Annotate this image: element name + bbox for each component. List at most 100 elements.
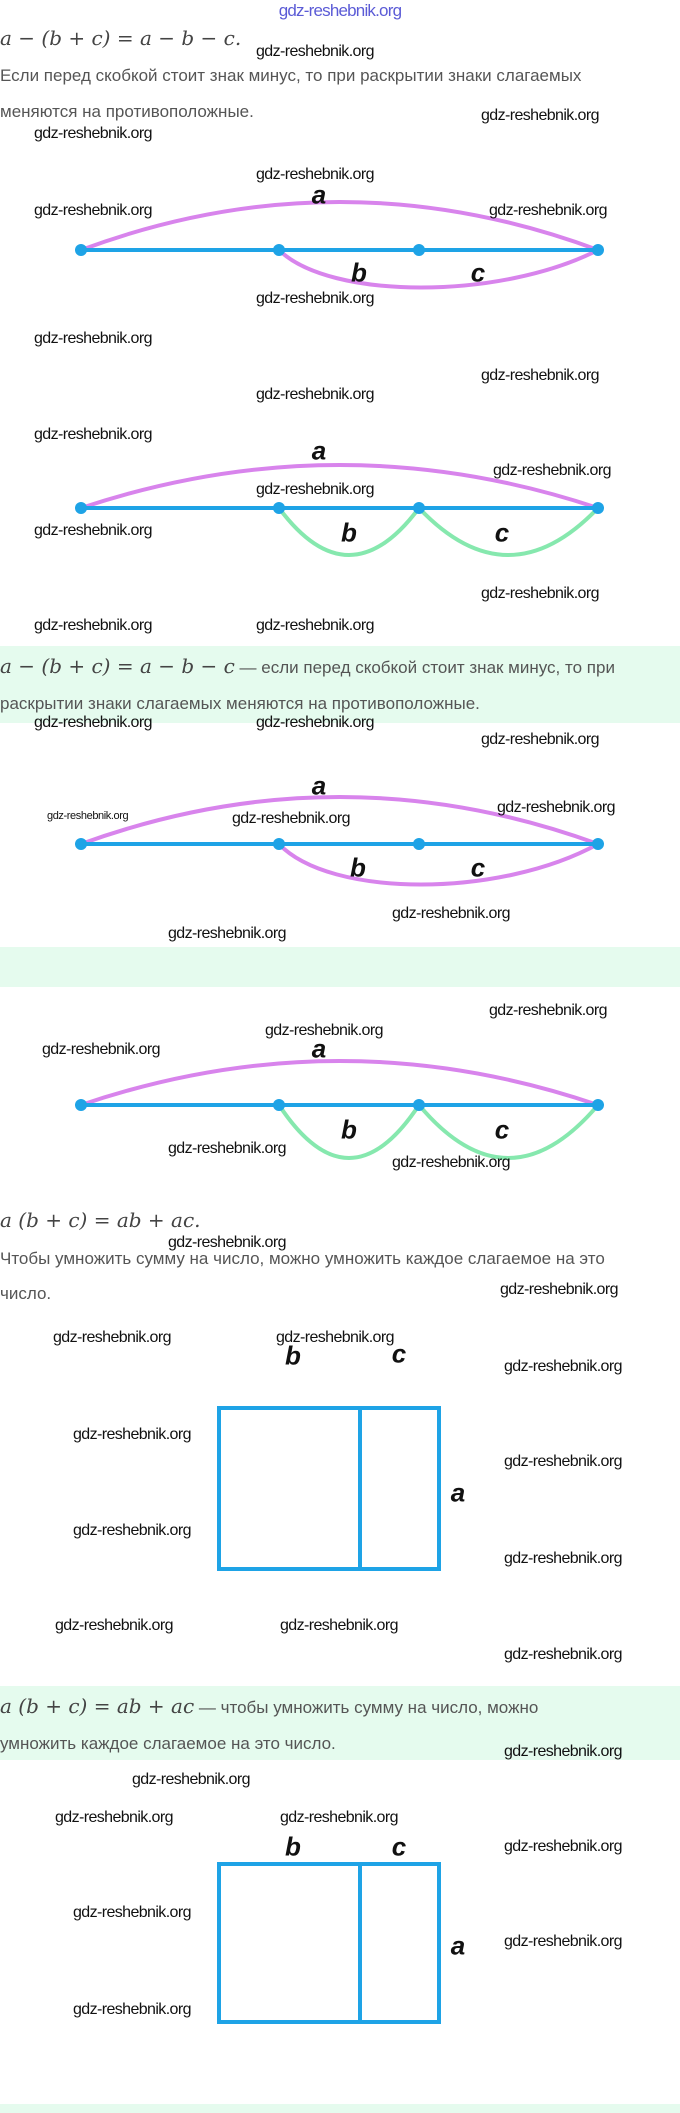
watermark-text: gdz-reshebnik.org: [504, 1646, 622, 1663]
watermark-text: gdz-reshebnik.org: [55, 1617, 173, 1634]
segment-label-a: a: [311, 435, 327, 466]
arc-a: [80, 463, 599, 510]
segment-label-b: b: [351, 257, 367, 288]
watermark-text: gdz-reshebnik.org: [504, 1453, 622, 1470]
watermark-text: gdz-reshebnik.org: [34, 202, 152, 219]
arc-a: [79, 200, 600, 252]
watermark-text: gdz-reshebnik.org: [34, 617, 152, 634]
watermark-text: gdz-reshebnik.org: [504, 1838, 622, 1855]
watermark-text: gdz-reshebnik.org: [489, 202, 607, 219]
watermark-text: gdz-reshebnik.org: [73, 2001, 191, 2018]
watermark-text: gdz-reshebnik.org: [276, 1329, 394, 1346]
watermark-text: gdz-reshebnik.org: [34, 125, 152, 142]
watermark-text: gdz-reshebnik.org: [392, 1154, 510, 1171]
watermark-text: gdz-reshebnik.org: [265, 1022, 383, 1039]
watermark-text: gdz-reshebnik.org: [232, 810, 350, 827]
watermark-text: gdz-reshebnik.org: [168, 1234, 286, 1251]
watermark-text: gdz-reshebnik.org: [392, 905, 510, 922]
watermark-text: gdz-reshebnik.org: [168, 925, 286, 942]
watermark-text: gdz-reshebnik.org: [500, 1281, 618, 1298]
watermark-text: gdz-reshebnik.org: [256, 481, 374, 498]
watermark-text: gdz-reshebnik.org: [256, 617, 374, 634]
segment-label-b: b: [285, 1831, 301, 1862]
segment-label-b: b: [341, 1114, 357, 1145]
segment-label-c: c: [470, 257, 486, 288]
watermark-text: gdz-reshebnik.org: [481, 367, 599, 384]
watermark-text: gdz-reshebnik.org: [481, 585, 599, 602]
watermark-text: gdz-reshebnik.org: [497, 799, 615, 816]
segment-label-b: b: [285, 1340, 301, 1371]
arc-a: [80, 795, 599, 846]
watermark-text: gdz-reshebnik.org: [42, 1041, 160, 1058]
watermark-text: gdz-reshebnik.org: [493, 462, 611, 479]
segment-label-a: a: [450, 1930, 466, 1961]
highlight-box-bottom: [0, 2104, 680, 2113]
arc-b: [277, 1103, 421, 1160]
rule-text-line1: Если перед скобкой стоит знак минус, то …: [0, 66, 582, 85]
highlight-box-empty: [0, 947, 680, 987]
watermark-text: gdz-reshebnik.org: [55, 1809, 173, 1826]
highlight-text-line2: раскрытии знаки слагаемых меняются на пр…: [0, 694, 480, 713]
formula-distributive: a (b + c) = ab + ac.: [0, 1208, 201, 1232]
watermark-text: gdz-reshebnik.org: [504, 1933, 622, 1950]
watermark-text: gdz-reshebnik.org: [481, 731, 599, 748]
highlight-text-line2: умножить каждое слагаемое на это число.: [0, 1734, 336, 1753]
watermark-text: gdz-reshebnik.org: [280, 1617, 398, 1634]
segment-label-c: c: [494, 517, 510, 548]
arc-a: [80, 1059, 599, 1107]
segment-label-a: a: [311, 1033, 327, 1064]
rectangle-diagram-1: [217, 1406, 441, 1571]
segment-diagram-1: [79, 200, 600, 290]
watermark-text: gdz-reshebnik.org: [504, 1743, 622, 1760]
watermark-text: gdz-reshebnik.org: [256, 290, 374, 307]
segment-label-a: a: [311, 770, 327, 801]
site-watermark-link[interactable]: gdz-reshebnik.org: [278, 1, 402, 20]
watermark-text: gdz-reshebnik.org: [280, 1809, 398, 1826]
watermark-text: gdz-reshebnik.org: [34, 330, 152, 347]
rectangle-diagram-2: [217, 1862, 441, 2024]
segment-label-c: c: [494, 1114, 510, 1145]
watermark-text: gdz-reshebnik.org: [73, 1522, 191, 1539]
watermark-text: gdz-reshebnik.org: [504, 1358, 622, 1375]
arc-c: [417, 1103, 600, 1160]
watermark-text: gdz-reshebnik.org: [34, 522, 152, 539]
segment-label-c: c: [391, 1338, 407, 1369]
watermark-text: gdz-reshebnik.org: [256, 714, 374, 731]
highlight-formula: a − (b + c) = a − b − c: [0, 654, 235, 678]
watermark-text: gdz-reshebnik.org: [256, 43, 374, 60]
rule-text-line2: меняются на противоположные.: [0, 102, 254, 121]
segment-label-b: b: [341, 517, 357, 548]
rule-text-line2: число.: [0, 1284, 52, 1303]
watermark-text: gdz-reshebnik.org: [73, 1904, 191, 1921]
rule-text-line1: Чтобы умножить сумму на число, можно умн…: [0, 1249, 605, 1268]
watermark-text: gdz-reshebnik.org: [481, 107, 599, 124]
watermark-text: gdz-reshebnik.org: [504, 1550, 622, 1567]
segment-label-c: c: [391, 1831, 407, 1862]
segment-diagram-3: [80, 795, 599, 887]
watermark-text: gdz-reshebnik.org: [53, 1329, 171, 1346]
watermark-text: gdz-reshebnik.org: [47, 810, 129, 822]
highlight-text-line1: — если перед скобкой стоит знак минус, т…: [234, 658, 615, 677]
points: [75, 244, 604, 1111]
segment-diagram-2: [80, 463, 600, 557]
watermark-text: gdz-reshebnik.org: [489, 1002, 607, 1019]
watermark-text: gdz-reshebnik.org: [34, 426, 152, 443]
segment-label-a: a: [311, 179, 327, 210]
watermark-text: gdz-reshebnik.org: [256, 386, 374, 403]
segment-label-a: a: [450, 1477, 466, 1508]
watermark-text: gdz-reshebnik.org: [168, 1140, 286, 1157]
watermark-text: gdz-reshebnik.org: [256, 166, 374, 183]
arc-c: [417, 506, 600, 557]
arc-b: [277, 506, 421, 557]
segment-label-c: c: [470, 852, 486, 883]
highlight-text-line1: — чтобы умножить сумму на число, можно: [194, 1698, 539, 1717]
highlight-box-1: a − (b + c) = a − b − c — если перед ско…: [0, 646, 680, 723]
segment-diagram-4: [80, 1059, 600, 1160]
watermark-text: gdz-reshebnik.org: [132, 1771, 250, 1788]
highlight-formula: a (b + c) = ab + ac: [0, 1694, 195, 1718]
watermark-text: gdz-reshebnik.org: [73, 1426, 191, 1443]
watermark-text: gdz-reshebnik.org: [34, 714, 152, 731]
segment-label-b: b: [350, 852, 366, 883]
formula-minus-bracket: a − (b + c) = a − b − c.: [0, 26, 242, 50]
